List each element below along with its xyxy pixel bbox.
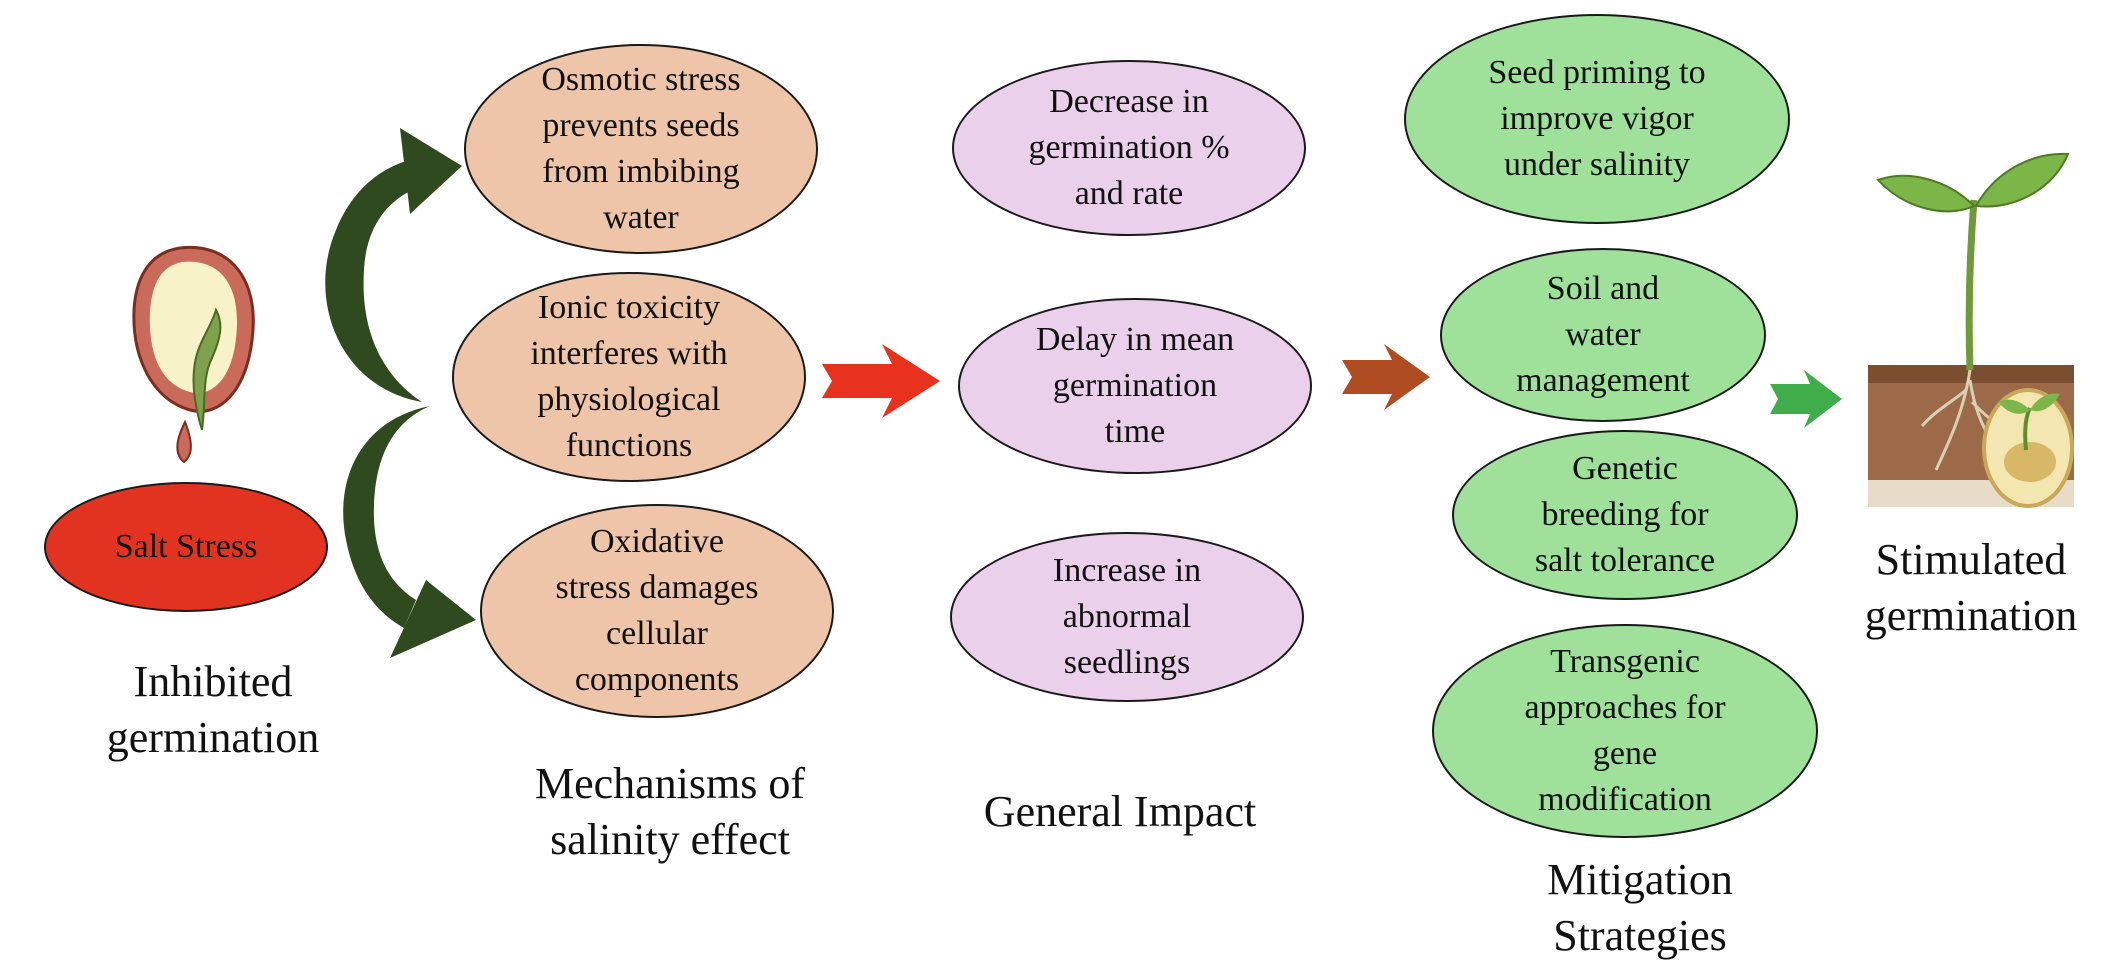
stimulated-germination-caption: Stimulated germination [1864,535,2078,640]
impact-caption: General Impact [983,787,1257,836]
impact-decrease-label: Decrease in germination % and rate [1028,83,1230,212]
inhibited-germination-caption: Inhibited germination [106,657,320,762]
salt-stress-label: Salt Stress [114,528,258,565]
mechanism-osmotic-node: Osmotic stress prevents seeds from imbib… [464,44,818,254]
arrow-brown-icon [1342,344,1430,410]
arrow-green-icon [1770,370,1842,428]
mitigation-soil-water-node: Soil and water management [1440,248,1766,422]
impact-decrease-node: Decrease in germination % and rate [952,60,1306,236]
mitigation-soil-water-label: Soil and water management [1516,270,1690,399]
mechanisms-caption: Mechanisms of salinity effect [534,759,806,864]
seedling-soil-icon [1868,152,2074,508]
arrow-red-icon [822,344,940,418]
mitigation-breeding-node: Genetic breeding for salt tolerance [1452,430,1798,600]
mechanism-oxidative-node: Oxidative stress damages cellular compon… [480,504,834,718]
impact-delay-label: Delay in mean germination time [1035,321,1235,450]
mitigation-transgenic-node: Transgenic approaches for gene modificat… [1432,624,1818,838]
mechanism-oxidative-label: Oxidative stress damages cellular compon… [555,523,759,698]
impact-delay-node: Delay in mean germination time [958,298,1312,474]
mechanism-osmotic-label: Osmotic stress prevents seeds from imbib… [541,61,741,236]
mechanism-ionic-label: Ionic toxicity interferes with physiolog… [530,289,728,464]
mitigation-transgenic-label: Transgenic approaches for gene modificat… [1524,643,1726,818]
curved-arrow-up [325,128,462,402]
mitigation-priming-label: Seed priming to improve vigor under sali… [1488,54,1706,183]
mechanism-ionic-node: Ionic toxicity interferes with physiolog… [452,272,806,482]
impact-abnormal-node: Increase in abnormal seedlings [950,532,1304,702]
mitigation-caption: Mitigation Strategies [1547,855,1733,960]
seed-inhibited-icon [132,245,255,464]
impact-abnormal-label: Increase in abnormal seedlings [1052,552,1202,681]
curved-arrow-down [343,406,476,658]
curved-arrows [325,128,476,658]
salt-stress-node: Salt Stress [44,482,328,612]
mitigation-priming-node: Seed priming to improve vigor under sali… [1404,14,1790,224]
mitigation-breeding-label: Genetic breeding for salt tolerance [1534,450,1716,579]
